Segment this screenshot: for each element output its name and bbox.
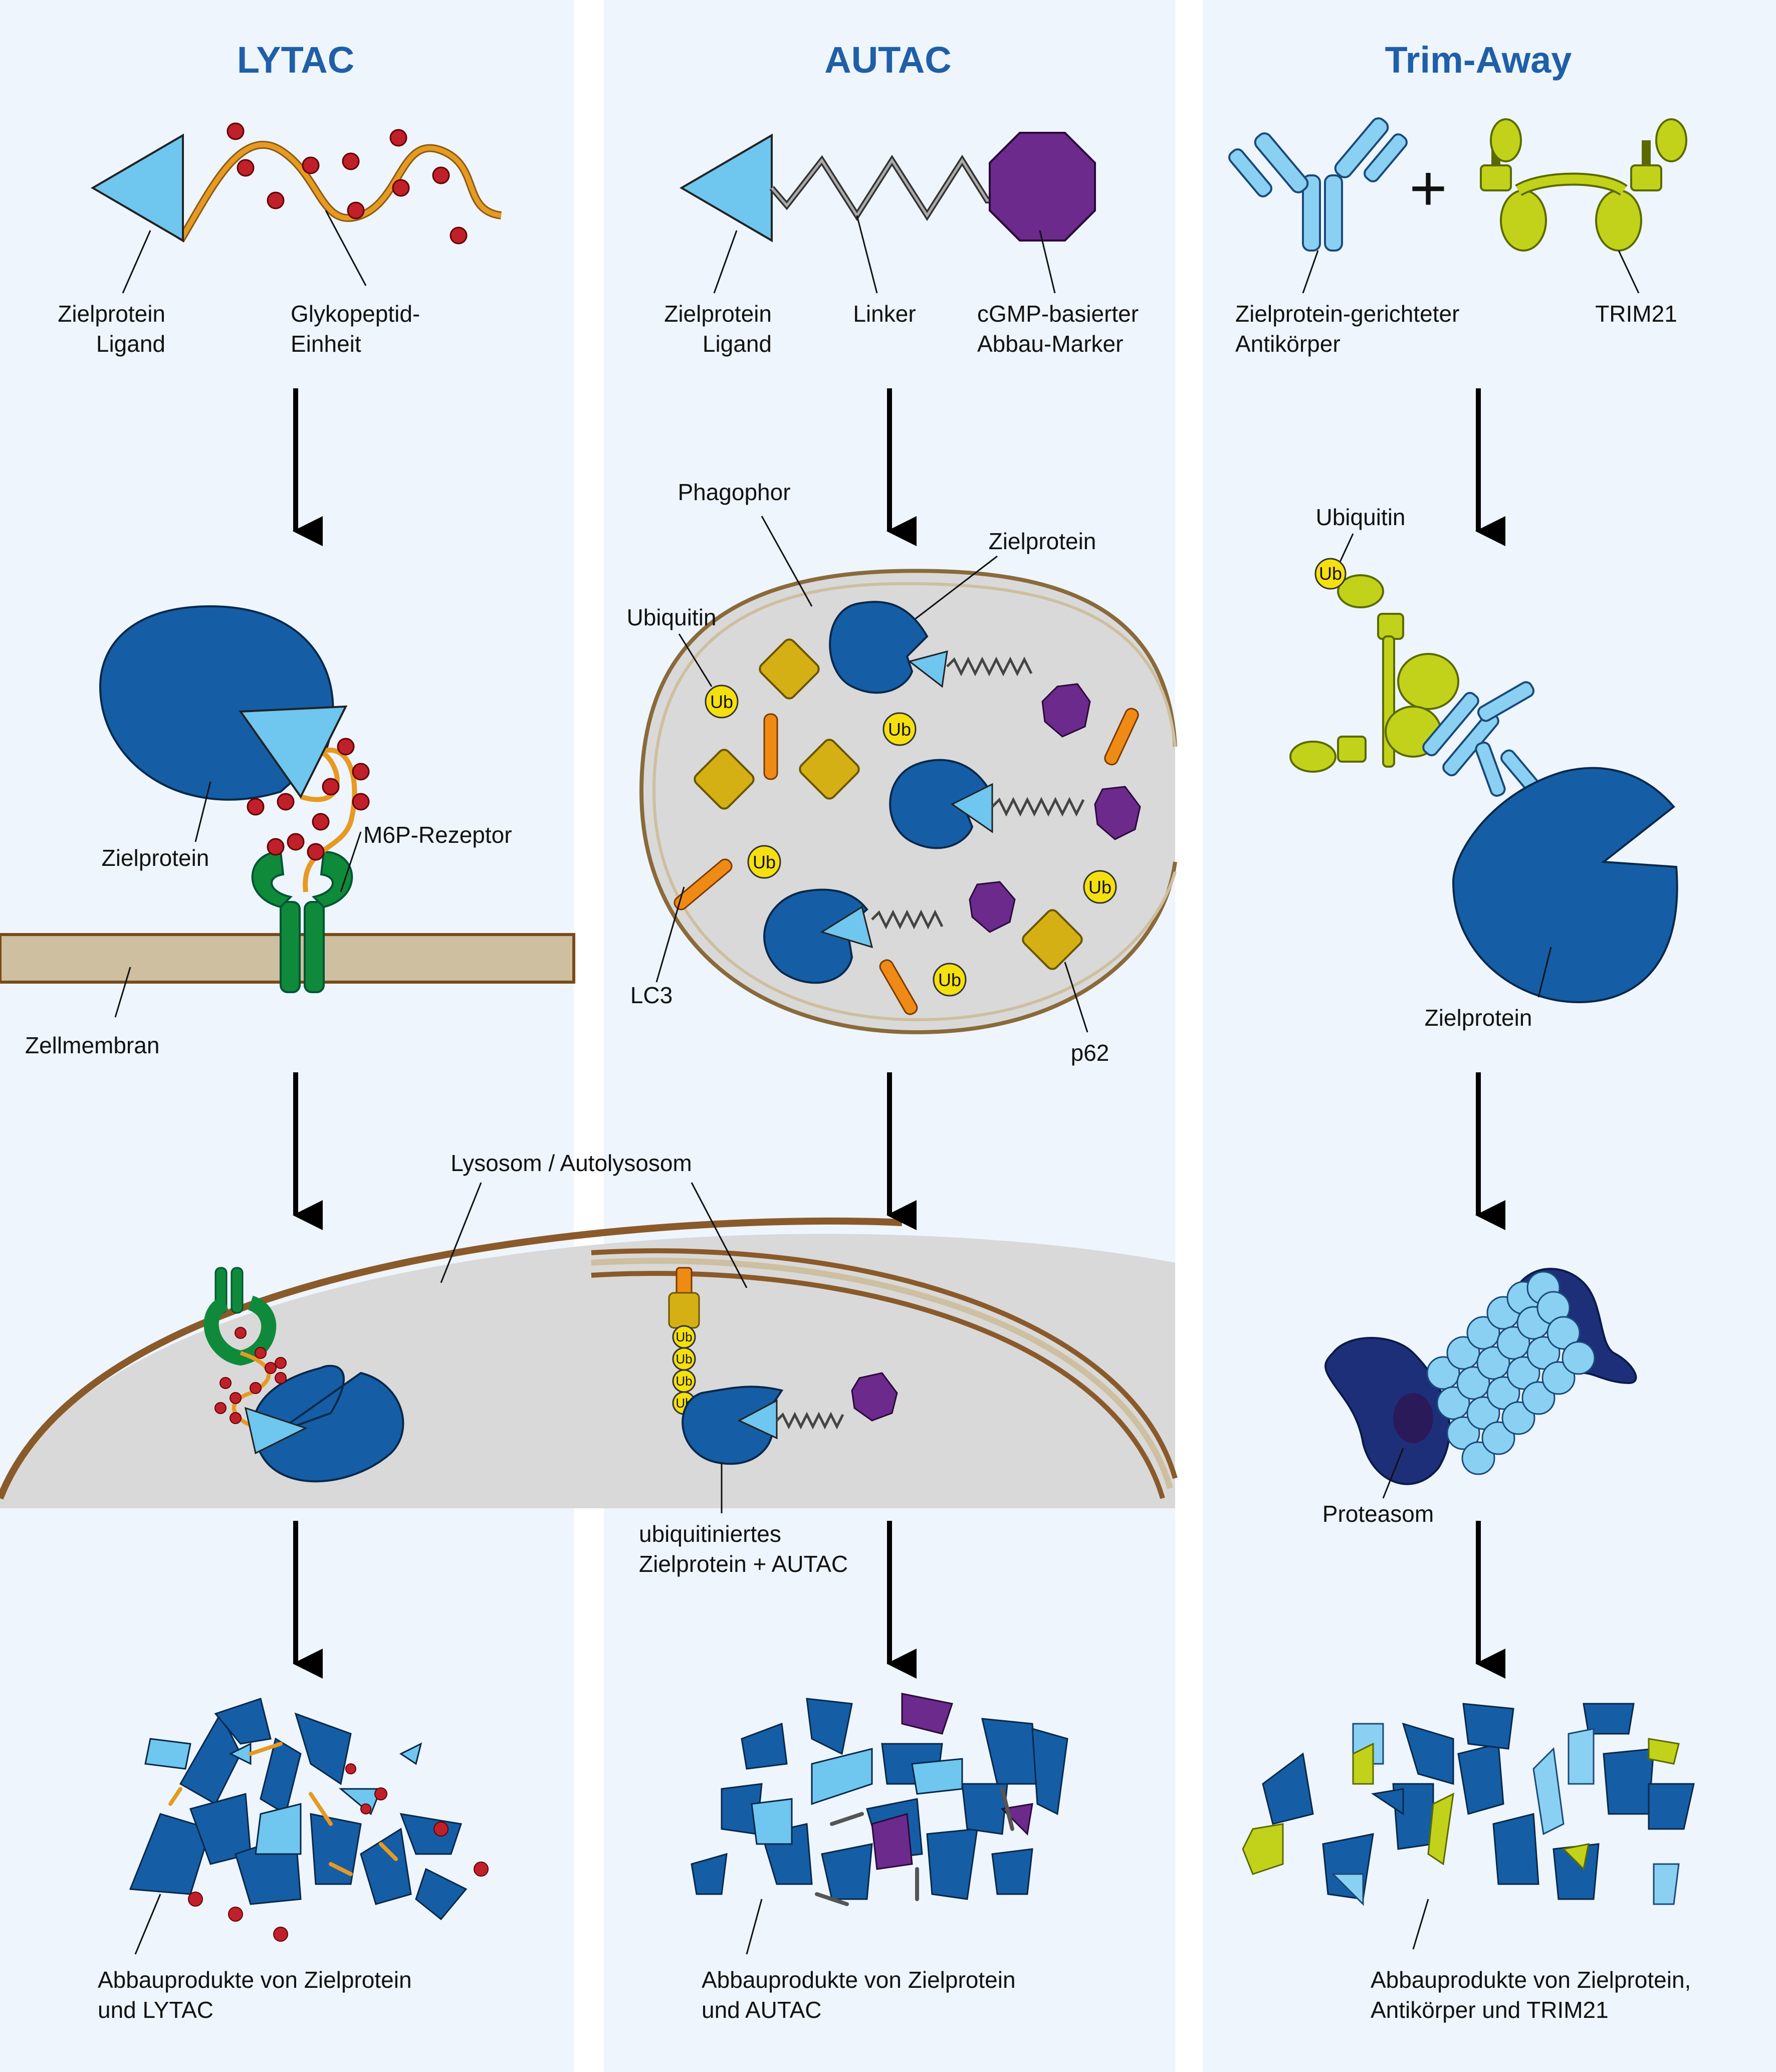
lytac-fragments-bits	[168, 1742, 489, 1942]
svg-text:Ub: Ub	[1088, 877, 1112, 897]
title-lytac: LYTAC	[237, 39, 354, 81]
lytac-products-label-1: Abbauprodukte von Zielprotein	[98, 1967, 412, 1993]
trim-fragments	[1242, 1703, 1695, 1906]
svg-text:Ub: Ub	[710, 692, 733, 712]
degron-octagon	[989, 132, 1096, 242]
lytac-ligand-label-2: Ligand	[96, 331, 165, 357]
autac-products-label-2: und AUTAC	[702, 1997, 821, 2023]
trim21-label: TRIM21	[1595, 301, 1677, 327]
lytac-target-label: Zielprotein	[102, 845, 209, 871]
svg-text:Ub: Ub	[676, 1351, 692, 1366]
autac-products-label-1: Abbauprodukte von Zielprotein	[702, 1967, 1016, 1993]
trim21	[1480, 118, 1687, 252]
autac-ubiq-target-label-2: Zielprotein + AUTAC	[639, 1551, 848, 1577]
lytac-glyco-label-2: Einheit	[291, 331, 361, 357]
antibody	[1228, 117, 1408, 252]
svg-text:Ub: Ub	[888, 719, 911, 740]
lytac-fragments	[129, 1698, 468, 1921]
autac-ubiquitin-label: Ubiquitin	[627, 604, 717, 630]
autac-marker-label-1: cGMP-basierter	[977, 301, 1139, 327]
lysosome-label: Lysosom / Autolysosom	[451, 1150, 692, 1176]
autac-linker-label: Linker	[853, 301, 916, 327]
trim-target-label: Zielprotein	[1425, 1005, 1532, 1031]
trim-ubiquitin-label: Ubiquitin	[1316, 504, 1406, 530]
phagophore-label: Phagophor	[678, 479, 790, 505]
lc3-label: LC3	[630, 982, 673, 1008]
panel-autac	[604, 0, 1175, 2072]
title-trim: Trim-Away	[1385, 39, 1572, 81]
svg-text:Ub: Ub	[676, 1329, 692, 1344]
antibody-label-2: Antikörper	[1235, 331, 1341, 357]
svg-text:Ub: Ub	[676, 1373, 692, 1389]
membrane-label: Zellmembran	[25, 1032, 159, 1058]
proteasome-label: Proteasom	[1322, 1501, 1434, 1527]
ligand-bound	[239, 705, 348, 799]
title-autac: AUTAC	[824, 39, 951, 81]
lytac-receptor-label: M6P-Rezeptor	[363, 822, 512, 848]
svg-text:Ub: Ub	[938, 970, 961, 990]
autac-target-label: Zielprotein	[989, 528, 1096, 554]
svg-text:Ub: Ub	[753, 852, 776, 872]
svg-text:Ub: Ub	[1319, 563, 1342, 584]
trim-products-label-1: Abbauprodukte von Zielprotein,	[1371, 1967, 1691, 1993]
autac-ubiq-target-label-1: ubiquitiniertes	[639, 1521, 781, 1547]
autac-in-lysosome: Ub Ub Ub Ub	[668, 1267, 898, 1465]
lytac-ligand-label-1: Zielprotein	[58, 301, 165, 327]
lytac-glyco-label-1: Glykopeptid-	[291, 301, 420, 327]
lytac-molecule	[91, 122, 502, 245]
phagophore-contents: Ub Ub Ub Ub Ub	[674, 601, 1141, 1015]
autac-molecule	[680, 132, 1096, 243]
lytac-in-lysosome	[203, 1267, 404, 1483]
autac-ligand-label-1: Zielprotein	[664, 301, 772, 327]
trim-target-protein	[1452, 767, 1678, 1004]
m6p-receptor	[251, 850, 353, 993]
panel-lytac	[0, 0, 574, 2072]
lytac-products-label-2: und LYTAC	[98, 1997, 213, 2023]
trim21-antibody-complex: Ub	[1289, 558, 1678, 1004]
autac-fragments	[691, 1693, 1068, 1900]
ligand-triangle	[91, 133, 184, 243]
proteasome	[1324, 1268, 1637, 1485]
plus-sign: +	[1409, 151, 1447, 224]
autac-linker-bits	[815, 1787, 1014, 1906]
autac-marker-label-2: Abbau-Marker	[977, 331, 1123, 357]
autac-ligand-label-2: Ligand	[703, 331, 772, 357]
p62-label: p62	[1071, 1040, 1109, 1066]
trim-products-label-2: Antikörper und TRIM21	[1371, 1997, 1609, 2023]
antibody-label-1: Zielprotein-gerichteter	[1235, 301, 1459, 327]
